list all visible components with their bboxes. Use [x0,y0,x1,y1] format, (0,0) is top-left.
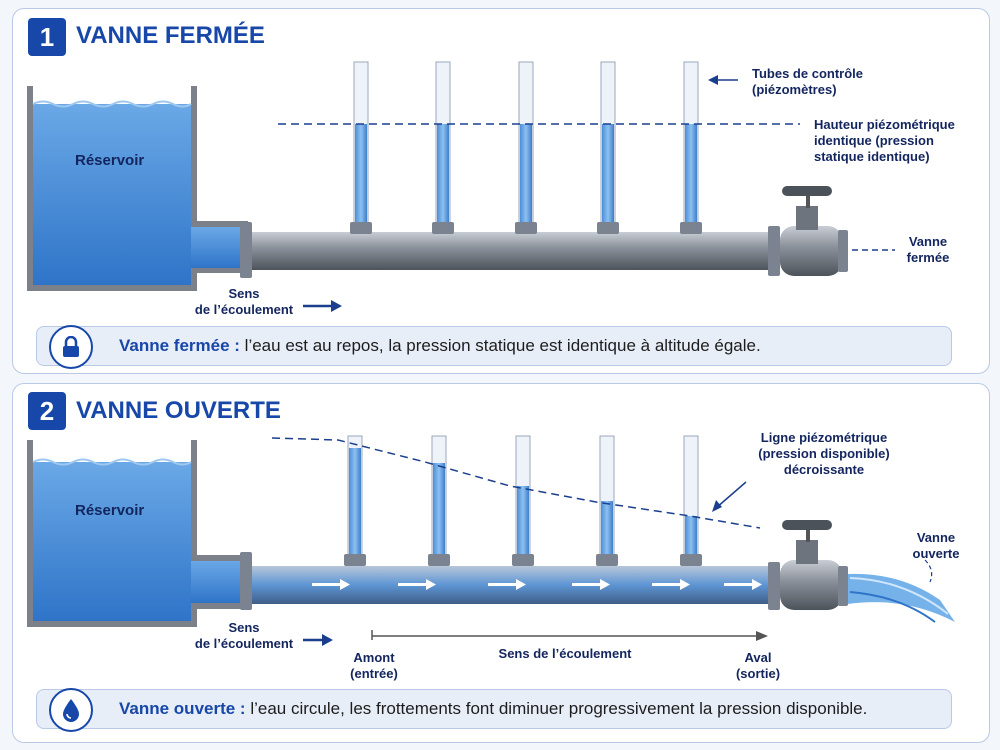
open-summary-text: Vanne ouverte : l’eau circule, les frott… [119,699,868,718]
water-drop-icon [49,688,93,732]
outflow-jet [848,573,955,622]
reservoir-label: Réservoir [75,502,145,519]
reservoir-water [33,462,191,621]
piezometric-line [271,437,761,529]
panel-number: 1 [28,18,66,56]
panel-title: VANNE OUVERTE [76,397,281,424]
piezometric-line-label: Ligne piézométrique(pression disponible)… [758,430,890,477]
panel-number: 2 [28,392,66,430]
valve-closed [780,186,848,276]
piezometer-tubes [344,435,702,566]
flow-arrows [312,579,762,590]
lock-icon [49,325,93,369]
upstream-label: Amont(entrée) [350,650,398,681]
panel-title: VANNE FERMÉE [76,22,265,49]
reservoir-label: Réservoir [75,152,145,169]
closed-valve-scene [27,61,895,312]
valve-open [780,520,848,610]
closed-summary-text: Vanne fermée : l’eau est au repos, la pr… [119,336,761,355]
pipe [248,232,778,270]
open-summary-bar: Vanne ouverte : l’eau circule, les frott… [36,688,952,732]
piezometer-tubes [350,61,702,234]
closed-summary-bar: Vanne fermée : l’eau est au repos, la pr… [36,325,952,369]
reservoir-wall [27,440,248,627]
downstream-label: Aval(sortie) [735,650,781,681]
reservoir-water [33,104,191,285]
reservoir-wall [27,86,248,291]
tubes-label: Tubes de contrôle(piézomètres) [752,66,863,97]
flow-axis-label: Sens de l’écoulement [498,646,632,661]
